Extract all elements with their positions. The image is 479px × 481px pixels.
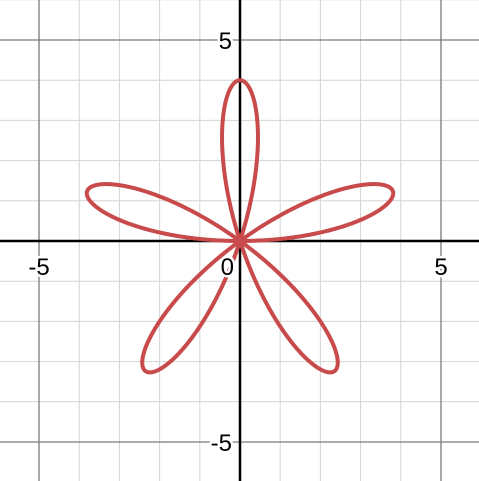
y-tick-label: 5 [219, 28, 232, 55]
y-tick-label-halo: 5 [219, 28, 232, 55]
x-tick-label: 5 [434, 254, 447, 281]
y-tick-label-halo: -5 [211, 430, 232, 457]
y-tick-label: -5 [211, 430, 232, 457]
x-tick-label: -5 [28, 254, 49, 281]
rose-curve [84, 78, 396, 375]
origin-label-halo: 0 [221, 254, 234, 281]
x-tick-label-halo: 5 [434, 254, 447, 281]
curve-layer [84, 78, 396, 375]
origin-label: 0 [221, 254, 234, 281]
x-tick-label-halo: -5 [28, 254, 49, 281]
